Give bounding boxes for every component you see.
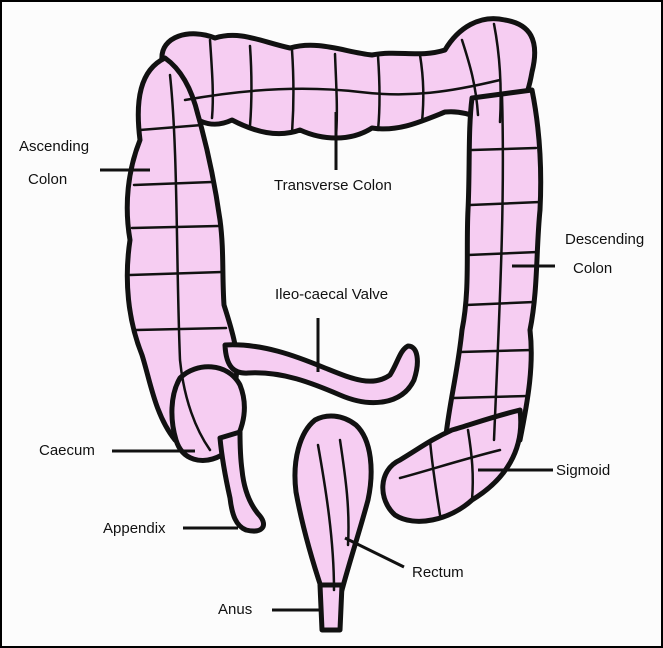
label-caecum: Caecum [39, 441, 95, 460]
label-ileo-caecal-valve: Ileo-caecal Valve [275, 285, 388, 304]
ileum-shape [225, 345, 417, 403]
appendix-shape [220, 432, 264, 531]
label-rectum: Rectum [412, 563, 464, 582]
label-descending-colon-line1: Descending [565, 230, 644, 249]
label-ascending-colon-line2: Colon [28, 170, 67, 189]
label-ascending-colon-line1: Ascending [19, 137, 89, 156]
label-sigmoid: Sigmoid [556, 461, 610, 480]
label-transverse-colon: Transverse Colon [274, 176, 392, 195]
label-anus: Anus [218, 600, 252, 619]
label-descending-colon-line2: Colon [573, 259, 612, 278]
label-appendix: Appendix [103, 519, 166, 538]
anal-canal-shape [320, 585, 342, 630]
